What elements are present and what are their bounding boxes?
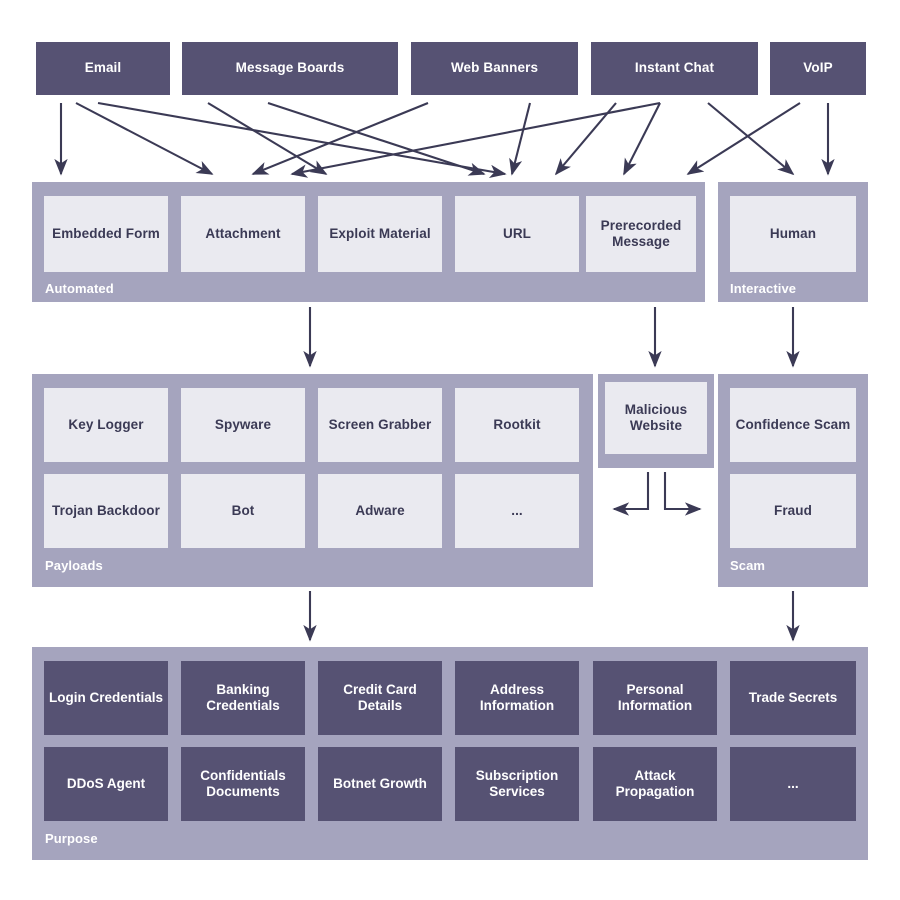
purpose-box-confidentials-documents[interactable]: Confidentials Documents	[181, 747, 305, 821]
scam-box-fraud[interactable]: Fraud	[730, 474, 856, 548]
payload-box-key-logger[interactable]: Key Logger	[44, 388, 168, 462]
vector-box-email[interactable]: Email	[36, 42, 170, 95]
arrow-instant-chat-to-human	[707, 102, 795, 176]
scam-box-confidence-scam[interactable]: Confidence Scam	[730, 388, 856, 462]
panel-label-payloads: Payloads	[45, 558, 103, 573]
automated-box-embedded-form[interactable]: Embedded Form	[44, 196, 168, 272]
arrow-instant-chat-to-prerecorded-message	[623, 102, 661, 176]
purpose-box-banking-credentials[interactable]: Banking Credentials	[181, 661, 305, 735]
purpose-box-credit-card-details[interactable]: Credit Card Details	[318, 661, 442, 735]
purpose-box-botnet-growth[interactable]: Botnet Growth	[318, 747, 442, 821]
panel-label-purpose: Purpose	[45, 831, 98, 846]
purpose-box-personal-information[interactable]: Personal Information	[593, 661, 717, 735]
arrow-instant-chat-to-attachment	[290, 101, 661, 178]
automated-box-url[interactable]: URL	[455, 196, 579, 272]
purpose-box-address-information[interactable]: Address Information	[455, 661, 579, 735]
arrow-voip-to-prerecorded-message	[686, 102, 801, 175]
purpose-box-login-credentials[interactable]: Login Credentials	[44, 661, 168, 735]
arrow-malicious-website-to-scam	[663, 472, 702, 516]
automated-box-attachment[interactable]: Attachment	[181, 196, 305, 272]
vector-box-instant-chat[interactable]: Instant Chat	[591, 42, 758, 95]
arrow-message-boards-to-url	[267, 102, 486, 176]
vector-box-message-boards[interactable]: Message Boards	[182, 42, 398, 95]
arrow-email-to-url	[97, 101, 507, 179]
purpose-box-attack-propagation[interactable]: Attack Propagation	[593, 747, 717, 821]
payload-box-spyware[interactable]: Spyware	[181, 388, 305, 462]
purpose-box-subscription-services[interactable]: Subscription Services	[455, 747, 579, 821]
purpose-box-trade-secrets[interactable]: Trade Secrets	[730, 661, 856, 735]
automated-box-exploit-material[interactable]: Exploit Material	[318, 196, 442, 272]
payload-box-adware[interactable]: Adware	[318, 474, 442, 548]
payload-box-screen-grabber[interactable]: Screen Grabber	[318, 388, 442, 462]
payload-box-ellipsis[interactable]: ...	[455, 474, 579, 548]
panel-label-scam: Scam	[730, 558, 766, 573]
arrow-malicious-website-to-payloads	[612, 472, 650, 516]
payload-box-rootkit[interactable]: Rootkit	[455, 388, 579, 462]
arrow-web-banners-to-url	[509, 102, 532, 176]
panel-label-interactive: Interactive	[730, 281, 797, 296]
arrow-message-boards-to-exploit-material	[207, 102, 328, 175]
arrow-email-to-attachment	[75, 102, 214, 175]
malicious-website-box[interactable]: Malicious Website	[605, 382, 707, 454]
panel-purpose	[32, 647, 868, 860]
vector-box-web-banners[interactable]: Web Banners	[411, 42, 578, 95]
arrow-web-banners-to-exploit-material	[251, 102, 429, 175]
payload-box-trojan-backdoor[interactable]: Trojan Backdoor	[44, 474, 168, 548]
vector-box-voip[interactable]: VoIP	[770, 42, 866, 95]
interactive-box-human[interactable]: Human	[730, 196, 856, 272]
panel-label-automated: Automated	[45, 281, 114, 296]
payload-box-bot[interactable]: Bot	[181, 474, 305, 548]
purpose-box-ddos-agent[interactable]: DDoS Agent	[44, 747, 168, 821]
arrow-instant-chat-to-url	[554, 102, 617, 176]
purpose-box-ellipsis[interactable]: ...	[730, 747, 856, 821]
automated-box-prerecorded-message[interactable]: Prerecorded Message	[586, 196, 696, 272]
